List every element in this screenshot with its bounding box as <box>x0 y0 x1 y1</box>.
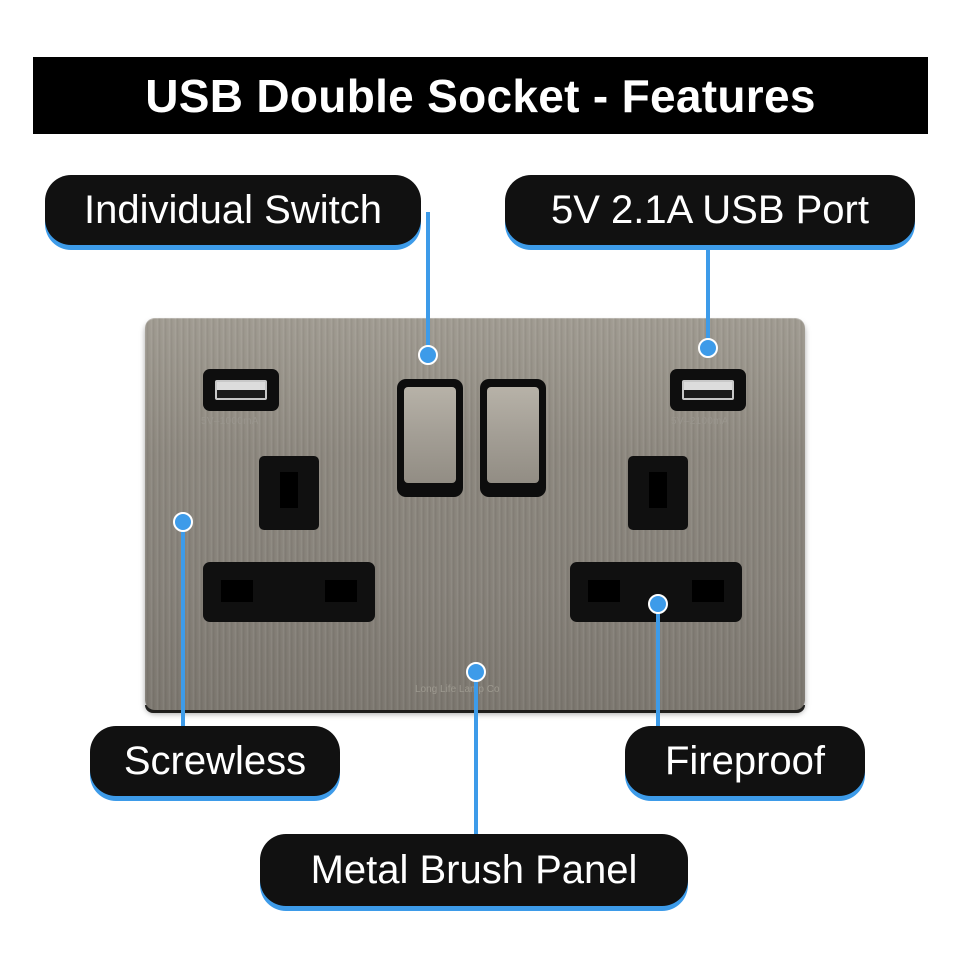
switch-left <box>397 379 463 497</box>
dot-metal-brush-panel <box>466 662 486 682</box>
label-fireproof: Fireproof <box>625 726 865 796</box>
label-metal-brush-panel-text: Metal Brush Panel <box>310 847 638 892</box>
label-screwless: Screwless <box>90 726 340 796</box>
brand-mark: Long Life Lamp Co <box>415 684 500 695</box>
label-metal-brush-panel: Metal Brush Panel <box>260 834 688 906</box>
earth-slot-left <box>259 456 319 530</box>
usb-caption-left: 5V–1000mA <box>201 416 259 427</box>
dot-individual-switch <box>418 345 438 365</box>
dot-fireproof <box>648 594 668 614</box>
switch-right <box>480 379 546 497</box>
earth-slot-right <box>628 456 688 530</box>
label-fireproof-text: Fireproof <box>664 738 826 783</box>
label-individual-switch: Individual Switch <box>45 175 421 245</box>
dot-usb-port <box>698 338 718 358</box>
dot-screwless <box>173 512 193 532</box>
page-title: USB Double Socket - Features <box>145 69 816 122</box>
usb-port-right-icon <box>670 369 746 411</box>
label-screwless-text: Screwless <box>123 738 307 783</box>
label-usb-port-text: 5V 2.1A USB Port <box>551 187 869 232</box>
usb-caption-right: 5V–2100mA <box>671 416 729 427</box>
label-usb-port: 5V 2.1A USB Port <box>505 175 915 245</box>
usb-port-left-icon <box>203 369 279 411</box>
label-individual-switch-text: Individual Switch <box>84 187 382 232</box>
title-banner: USB Double Socket - Features <box>33 57 928 134</box>
pin-bar-left <box>203 562 375 622</box>
